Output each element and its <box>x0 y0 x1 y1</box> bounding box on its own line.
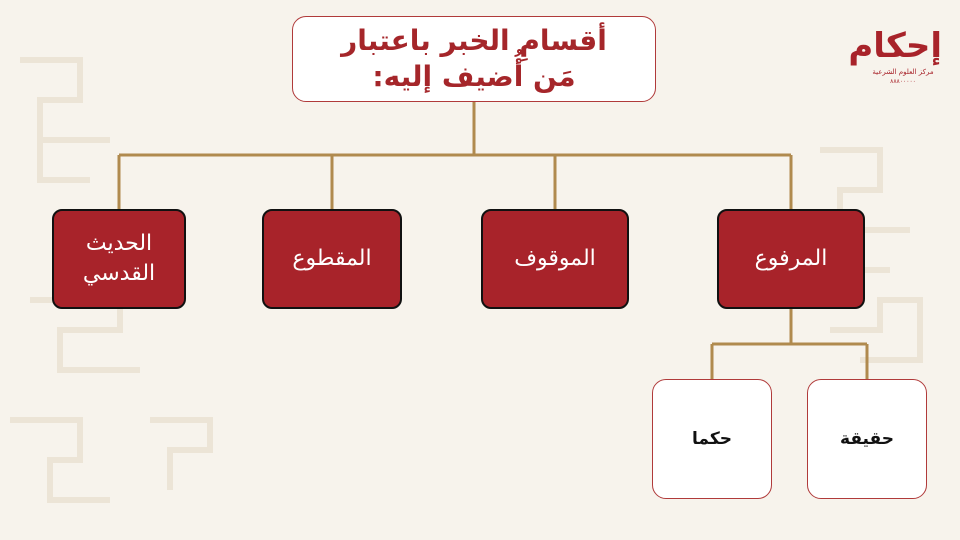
node-mawquf: الموقوف <box>481 209 629 309</box>
node-mawquf-label: الموقوف <box>514 246 596 271</box>
logo-subtitle: مركز العلوم الشرعية <box>872 68 934 76</box>
node-maqtu: المقطوع <box>262 209 402 309</box>
logo-name: إحكام <box>848 26 942 66</box>
node-qudsi-line-1: الحديث <box>85 231 153 256</box>
node-marfu: المرفوع <box>717 209 865 309</box>
node-haqiqa: حقيقة <box>807 379 927 499</box>
title-line-2: مَن أُضيف إليه: <box>372 60 576 93</box>
node-qudsi: الحديث القدسي <box>52 209 186 309</box>
node-qudsi-line-2: القدسي <box>82 261 156 286</box>
logo-small-text: ٨٨٨٠٠٠٠٠ <box>890 78 916 85</box>
logo: إحكام مركز العلوم الشرعية ٨٨٨٠٠٠٠٠ <box>848 20 942 90</box>
node-hukman: حكما <box>652 379 772 499</box>
node-hukman-label: حكما <box>692 429 732 449</box>
node-maqtu-label: المقطوع <box>292 246 372 271</box>
title-line-1: أقسامِ الخبر باعتبار <box>341 24 607 57</box>
node-marfu-label: المرفوع <box>754 246 828 271</box>
node-haqiqa-label: حقيقة <box>840 429 894 449</box>
diagram-title: أقسامِ الخبر باعتبار مَن أُضيف إليه: <box>292 16 656 102</box>
